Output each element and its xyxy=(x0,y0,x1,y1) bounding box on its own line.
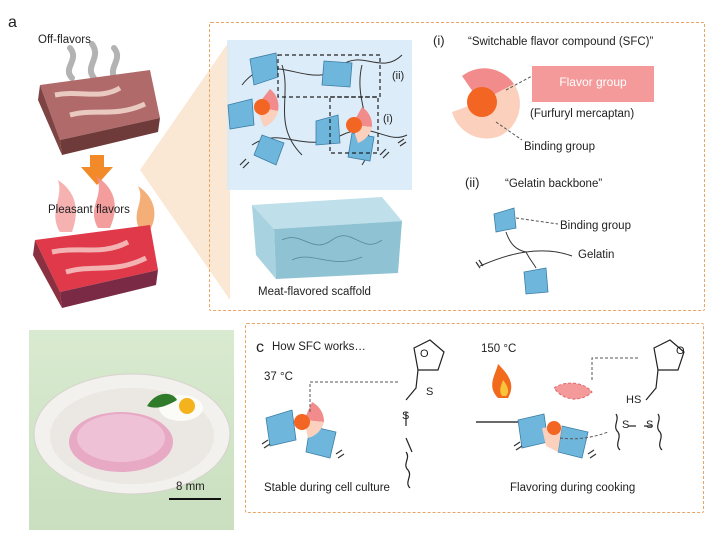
caption-flavoring: Flavoring during cooking xyxy=(510,482,636,494)
thiol-group: HS xyxy=(626,394,642,406)
panel-label-c: c xyxy=(256,339,264,356)
callout-label-ii: (ii) xyxy=(392,70,405,82)
steam-icon xyxy=(65,41,121,83)
sfc-molecule-1 xyxy=(254,89,279,127)
released-flavor-group xyxy=(553,382,593,400)
sfc-diagram xyxy=(452,66,654,141)
steak-illustration xyxy=(33,40,230,308)
scaffold-cube-icon xyxy=(252,197,402,279)
gelatin-label: Gelatin xyxy=(578,249,615,261)
callout-box-i xyxy=(329,96,379,154)
sulfur-atom-3: S xyxy=(622,419,630,431)
sfc-molecule-2 xyxy=(346,107,373,143)
off-flavors-label: Off-flavors xyxy=(38,34,91,46)
leaf-icon xyxy=(147,393,177,408)
section-i-numeral: (i) xyxy=(433,33,445,48)
panel-a-detail-box xyxy=(209,22,705,311)
gelatin-diagram xyxy=(475,207,573,295)
bound-sfc-left xyxy=(261,381,398,459)
flavor-group-box xyxy=(532,66,654,102)
panel-label-a: a xyxy=(8,14,17,31)
binding-cone-group xyxy=(227,52,375,166)
compound-label: (Furfuryl mercaptan) xyxy=(530,108,635,120)
binding-cone-bottom xyxy=(523,267,549,295)
section-ii-title: “Gelatin backbone” xyxy=(505,178,603,190)
panel-c-diagram xyxy=(261,339,685,489)
flame-icon xyxy=(55,176,155,232)
oxygen-atom-2: O xyxy=(676,345,685,357)
callout-label-i: (i) xyxy=(383,113,393,125)
scaffold-label: Meat-flavored scaffold xyxy=(258,286,371,298)
oxygen-atom-1: O xyxy=(420,348,429,360)
temp-high-label: 150 °C xyxy=(481,343,517,355)
cooked-steak-icon xyxy=(33,225,158,308)
scaffold-network xyxy=(227,40,412,279)
sulfur-atom-4: S xyxy=(646,419,654,431)
panel-c-title: How SFC works… xyxy=(272,341,366,353)
scale-bar-label: 8 mm xyxy=(176,481,205,493)
scale-bar xyxy=(169,498,221,500)
plate-photo xyxy=(33,373,231,500)
fire-icon xyxy=(492,364,512,398)
section-ii-numeral: (ii) xyxy=(465,175,480,190)
caption-stable: Stable during cell culture xyxy=(264,482,390,494)
sfc-molecule-large xyxy=(452,68,520,139)
section-i-title: “Switchable flavor compound (SFC)” xyxy=(468,36,654,48)
zoom-fan xyxy=(140,40,230,300)
pleasant-flavors-label: Pleasant flavors xyxy=(48,204,130,216)
scaffold-photo xyxy=(29,330,234,530)
disulfide-bond xyxy=(615,413,663,451)
binding-group-label-ii: Binding group xyxy=(560,220,631,232)
sulfur-atom-1: S xyxy=(426,386,434,398)
panel-c-box xyxy=(245,323,704,513)
down-arrow-icon xyxy=(81,155,113,185)
furan-bound-molecule xyxy=(405,339,445,489)
temp-low-label: 37 °C xyxy=(264,371,293,383)
raw-steak-icon xyxy=(38,70,160,155)
free-furfuryl-mercaptan xyxy=(645,339,685,401)
binding-cone-top xyxy=(493,207,517,233)
released-scaffold-right xyxy=(513,413,609,459)
callout-box-ii xyxy=(277,54,381,98)
binding-group-label-i: Binding group xyxy=(524,141,595,153)
flavor-group-label: Flavor group xyxy=(559,75,627,89)
sulfur-atom-2: S xyxy=(402,410,410,422)
